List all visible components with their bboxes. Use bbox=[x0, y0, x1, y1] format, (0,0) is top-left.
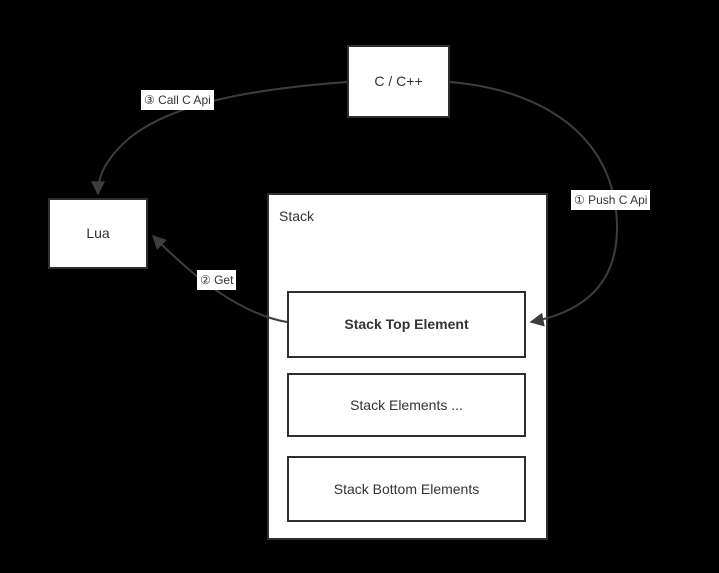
node-stack-top-element: Stack Top Element bbox=[287, 291, 526, 358]
edge-label-push-c-api: ① Push C Api bbox=[571, 190, 651, 210]
node-c-cpp-label: C / C++ bbox=[374, 73, 423, 90]
edge-label-call-c-api: ③ Call C Api bbox=[141, 90, 214, 110]
node-stack-elements: Stack Elements ... bbox=[287, 373, 526, 437]
node-lua: Lua bbox=[48, 198, 148, 269]
node-c-cpp: C / C++ bbox=[347, 45, 450, 118]
node-lua-label: Lua bbox=[86, 225, 110, 242]
node-stack-bottom-elements: Stack Bottom Elements bbox=[287, 456, 526, 522]
node-stack-top-element-label: Stack Top Element bbox=[344, 316, 469, 333]
stack-container-label: Stack bbox=[279, 208, 315, 224]
node-stack-bottom-elements-label: Stack Bottom Elements bbox=[333, 480, 480, 497]
edge-call-c-api-arrow bbox=[91, 81, 348, 196]
edge-label-get: ② Get bbox=[197, 270, 237, 290]
node-stack-elements-label: Stack Elements ... bbox=[350, 396, 463, 413]
